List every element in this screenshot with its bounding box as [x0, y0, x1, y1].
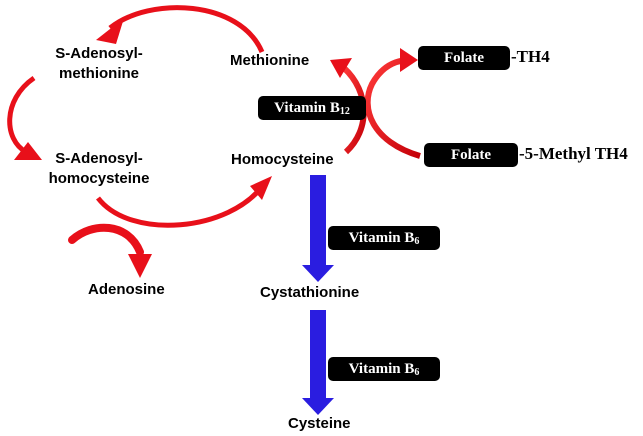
folate-methyl-th4-label: Folate	[424, 143, 518, 167]
node-homocysteine: Homocysteine	[231, 151, 334, 168]
sam-line-2: methionine	[58, 65, 139, 82]
arrow-adenosine-release	[68, 223, 152, 278]
node-cysteine: Cysteine	[288, 415, 351, 432]
sam-line-1: S-Adenosyl-	[55, 45, 143, 62]
methyl-th4-suffix: -5-Methyl TH4	[519, 144, 628, 163]
node-adenosine: Adenosine	[88, 281, 165, 298]
arrow-homocysteine-to-cystathionine	[302, 175, 334, 282]
node-s-adenosyl-methionine: S-Adenosyl- methionine	[46, 44, 152, 84]
arrow-folate-cycle	[364, 48, 421, 159]
arrow-sam-to-sah	[7, 75, 42, 160]
sah-line-2: homocysteine	[48, 170, 150, 187]
arrow-methionine-to-sam	[96, 5, 265, 54]
folate-th4-label: Folate	[418, 46, 510, 70]
sah-line-1: S-Adenosyl-	[55, 150, 143, 167]
node-methionine: Methionine	[230, 52, 310, 69]
node-s-adenosyl-homocysteine: S-Adenosyl- homocysteine	[40, 149, 158, 189]
arrow-cystathionine-to-cysteine	[302, 310, 334, 415]
node-cystathionine: Cystathionine	[260, 284, 360, 301]
arrow-sah-to-homocysteine	[96, 176, 272, 228]
th4-suffix: -TH4	[511, 47, 550, 66]
